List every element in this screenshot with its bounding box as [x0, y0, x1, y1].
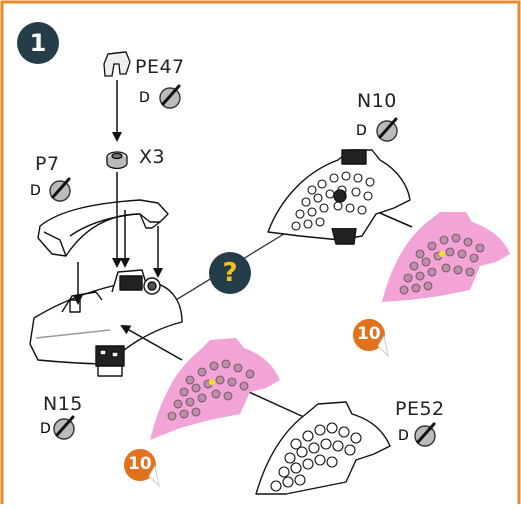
part-x3 [106, 151, 128, 170]
label-p7: P7 [35, 153, 60, 175]
decal-n15-pink [150, 338, 280, 440]
part-n15-panel [29, 269, 183, 377]
paint-code-pe52: D [398, 428, 409, 444]
paint-code-pe47: D [139, 90, 150, 106]
part-p7-coaming [37, 199, 169, 257]
scale-badge-2-text: 10 [128, 454, 152, 474]
question-mark-badge: ? [209, 252, 251, 294]
scale-badge-1-text: 10 [357, 324, 381, 344]
decal-n10-pink [382, 212, 510, 302]
paint-code-n10: D [356, 123, 367, 139]
paint-icon-p7 [49, 177, 71, 202]
label-n15: N15 [43, 393, 83, 415]
paint-icon-pe52 [414, 422, 436, 447]
paint-icon-n15 [53, 415, 75, 440]
paint-code-n15: D [40, 421, 51, 437]
scale-badge-1 [351, 317, 389, 358]
label-pe47: PE47 [135, 56, 185, 78]
label-n10: N10 [357, 90, 397, 112]
scale-badge-2 [122, 447, 160, 488]
part-n10-panel [267, 149, 411, 245]
paint-icon-n10 [376, 117, 398, 142]
paint-icon-pe47 [159, 84, 181, 109]
step-number-badge: 1 [17, 22, 59, 64]
label-x3: X3 [139, 146, 166, 168]
part-pe52-bezel [255, 401, 391, 495]
part-pe47 [103, 51, 131, 77]
paint-code-p7: D [30, 183, 41, 199]
label-pe52: PE52 [395, 398, 445, 420]
